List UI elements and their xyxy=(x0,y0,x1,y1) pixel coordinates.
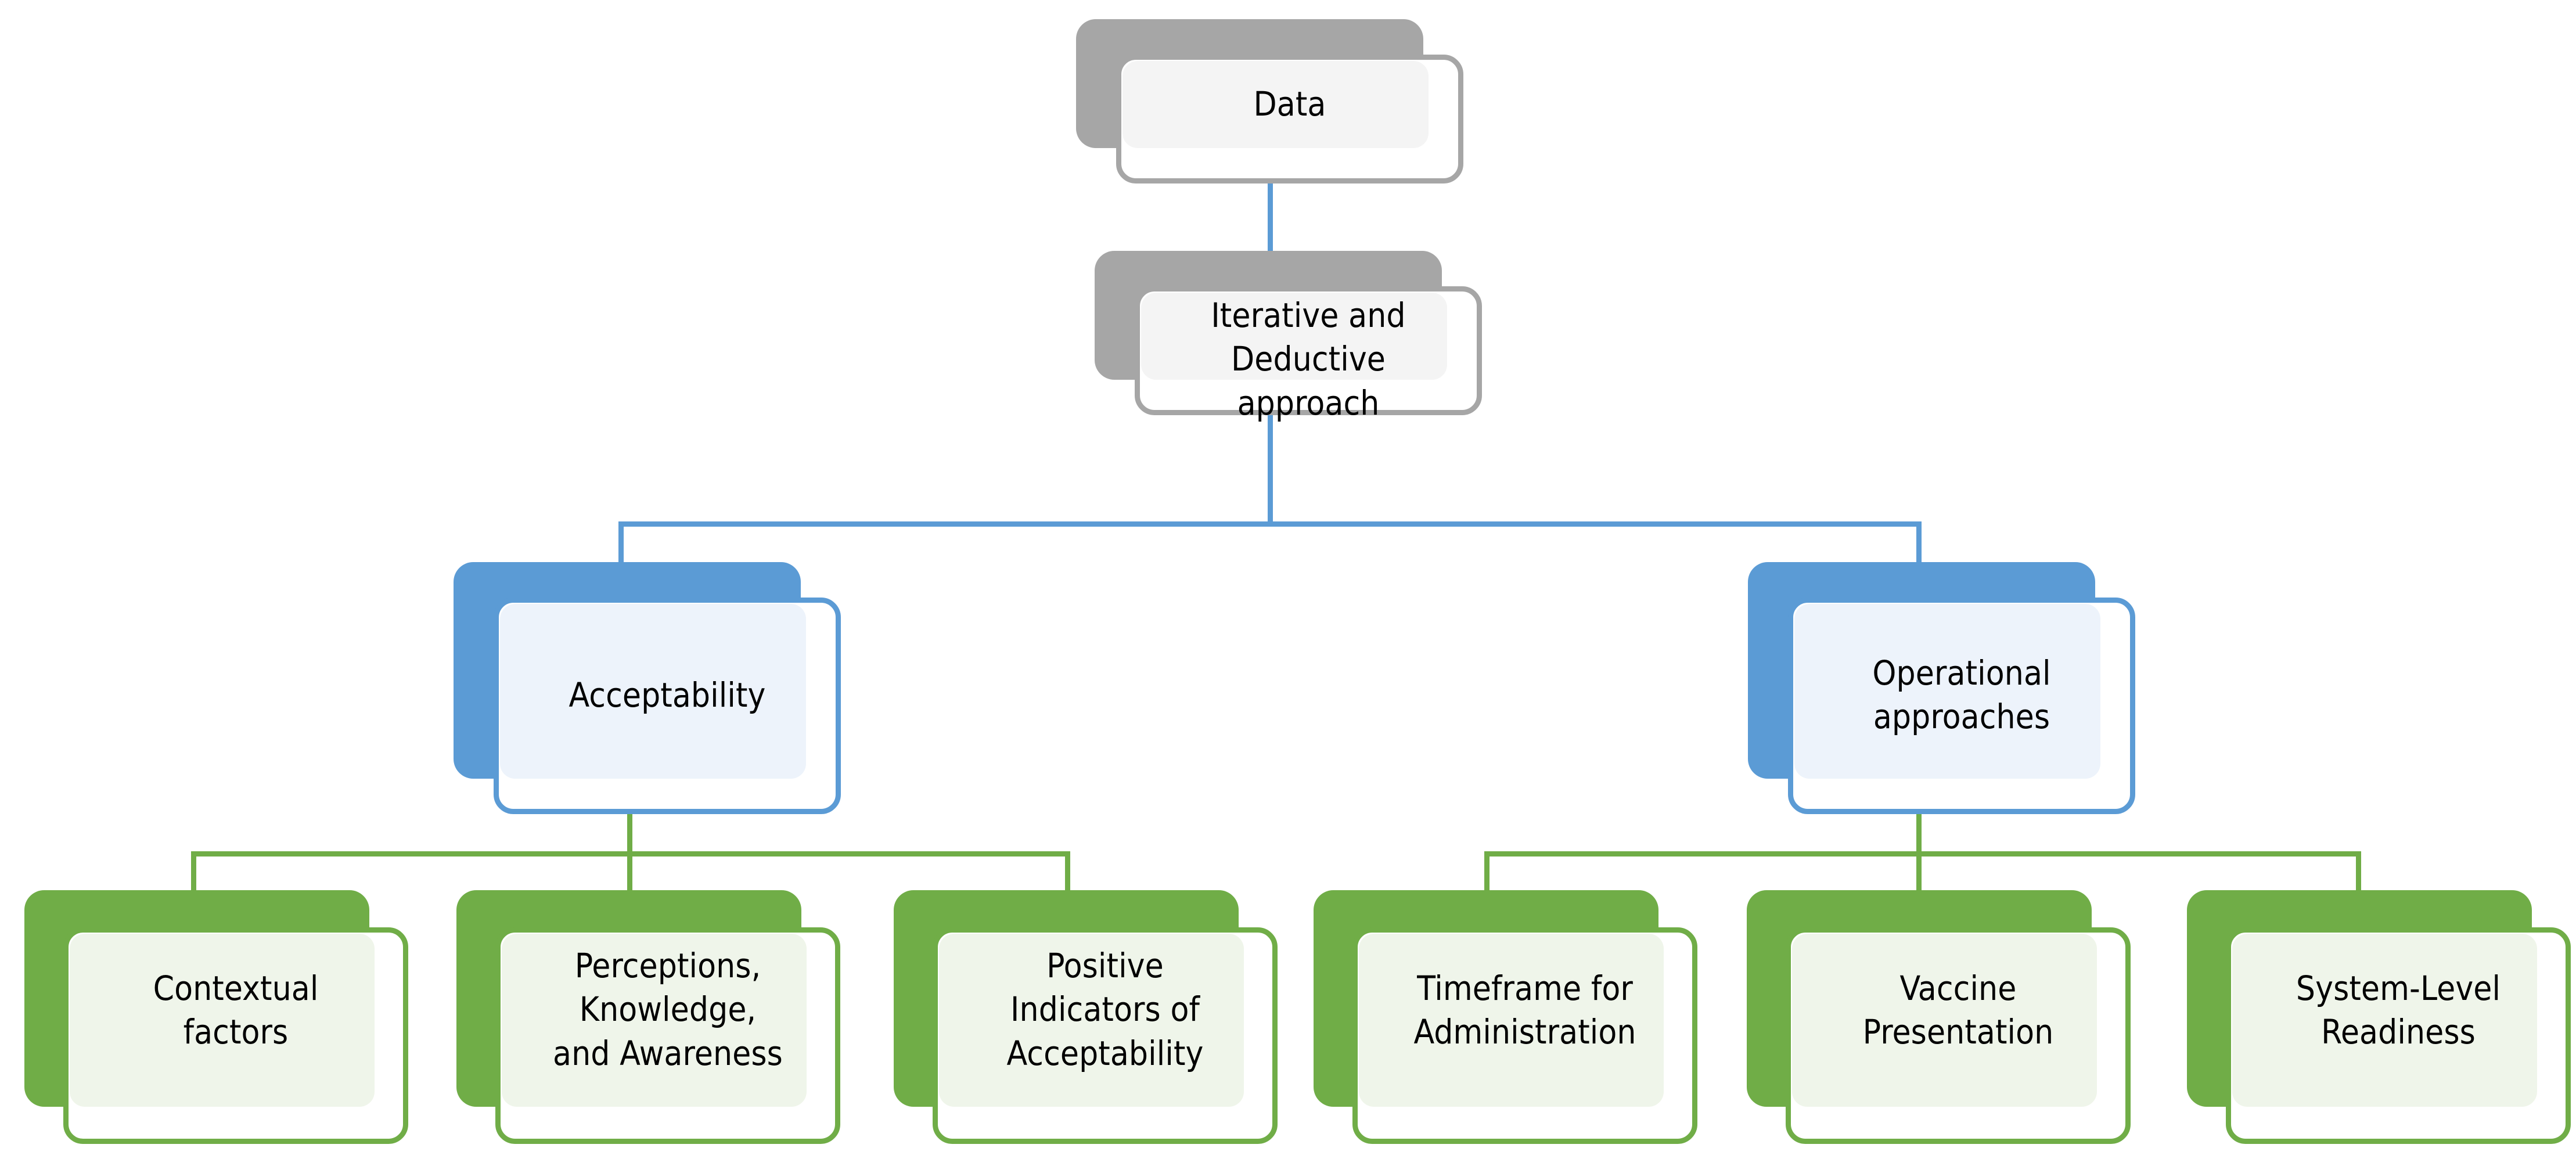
node-timeframe-administration-fill xyxy=(1359,934,1664,1107)
node-acceptability-label: Acceptability xyxy=(569,675,766,715)
connector-drop-indicators xyxy=(1065,851,1070,895)
connector-acceptability-stem xyxy=(627,814,632,855)
node-positive-indicators-fill xyxy=(939,934,1244,1107)
node-perceptions-knowledge-awareness[interactable]: Perceptions, Knowledge, and Awareness xyxy=(456,890,840,1166)
node-acceptability[interactable]: Acceptability xyxy=(454,562,841,814)
node-vaccine-presentation[interactable]: Vaccine Presentation xyxy=(1747,890,2131,1166)
connector-drop-operational xyxy=(1916,521,1922,573)
node-perceptions-knowledge-awareness-label: Perceptions, Knowledge, and Awareness xyxy=(553,946,783,1073)
node-timeframe-administration[interactable]: Timeframe for Administration xyxy=(1314,890,1697,1166)
connector-green-bus-right xyxy=(1484,851,2361,856)
node-contextual-factors-fill xyxy=(70,934,375,1107)
node-positive-indicators-label: Positive Indicators of Acceptability xyxy=(1006,946,1204,1073)
node-operational[interactable]: Operational approaches xyxy=(1748,562,2135,814)
node-system-level-readiness-fill xyxy=(2232,934,2537,1107)
node-vaccine-presentation-label: Vaccine Presentation xyxy=(1862,969,2054,1052)
connector-operational-stem xyxy=(1916,814,1922,855)
node-approach[interactable]: Iterative and Deductive approach xyxy=(1095,251,1482,423)
node-positive-indicators[interactable]: Positive Indicators of Acceptability xyxy=(894,890,1278,1166)
node-timeframe-administration-label: Timeframe for Administration xyxy=(1413,969,1636,1052)
connector-drop-readiness xyxy=(2356,851,2361,895)
node-vaccine-presentation-fill xyxy=(1792,934,2097,1107)
connector-drop-contextual xyxy=(191,851,196,895)
connector-drop-perceptions xyxy=(627,851,632,895)
node-acceptability-fill xyxy=(500,604,806,779)
node-data-label: Data xyxy=(1253,84,1326,124)
node-contextual-factors[interactable]: Contextual factors xyxy=(24,890,408,1166)
node-contextual-factors-label: Contextual factors xyxy=(153,969,319,1052)
node-system-level-readiness-label: System-Level Readiness xyxy=(2296,969,2501,1052)
connector-approach-stem xyxy=(1268,170,1273,231)
connector-drop-timeframe xyxy=(1484,851,1490,895)
node-data-fill xyxy=(1122,61,1429,148)
connector-drop-acceptability xyxy=(618,521,624,573)
node-data[interactable]: Data xyxy=(1076,19,1463,183)
node-operational-label: Operational approaches xyxy=(1872,653,2051,737)
node-system-level-readiness[interactable]: System-Level Readiness xyxy=(2187,890,2571,1166)
node-approach-fill xyxy=(1141,293,1447,380)
node-perceptions-knowledge-awareness-fill xyxy=(502,934,807,1107)
node-approach-label: Iterative and Deductive approach xyxy=(1211,296,1406,423)
connector-drop-presentation xyxy=(1916,851,1922,895)
node-operational-fill xyxy=(1794,604,2100,779)
